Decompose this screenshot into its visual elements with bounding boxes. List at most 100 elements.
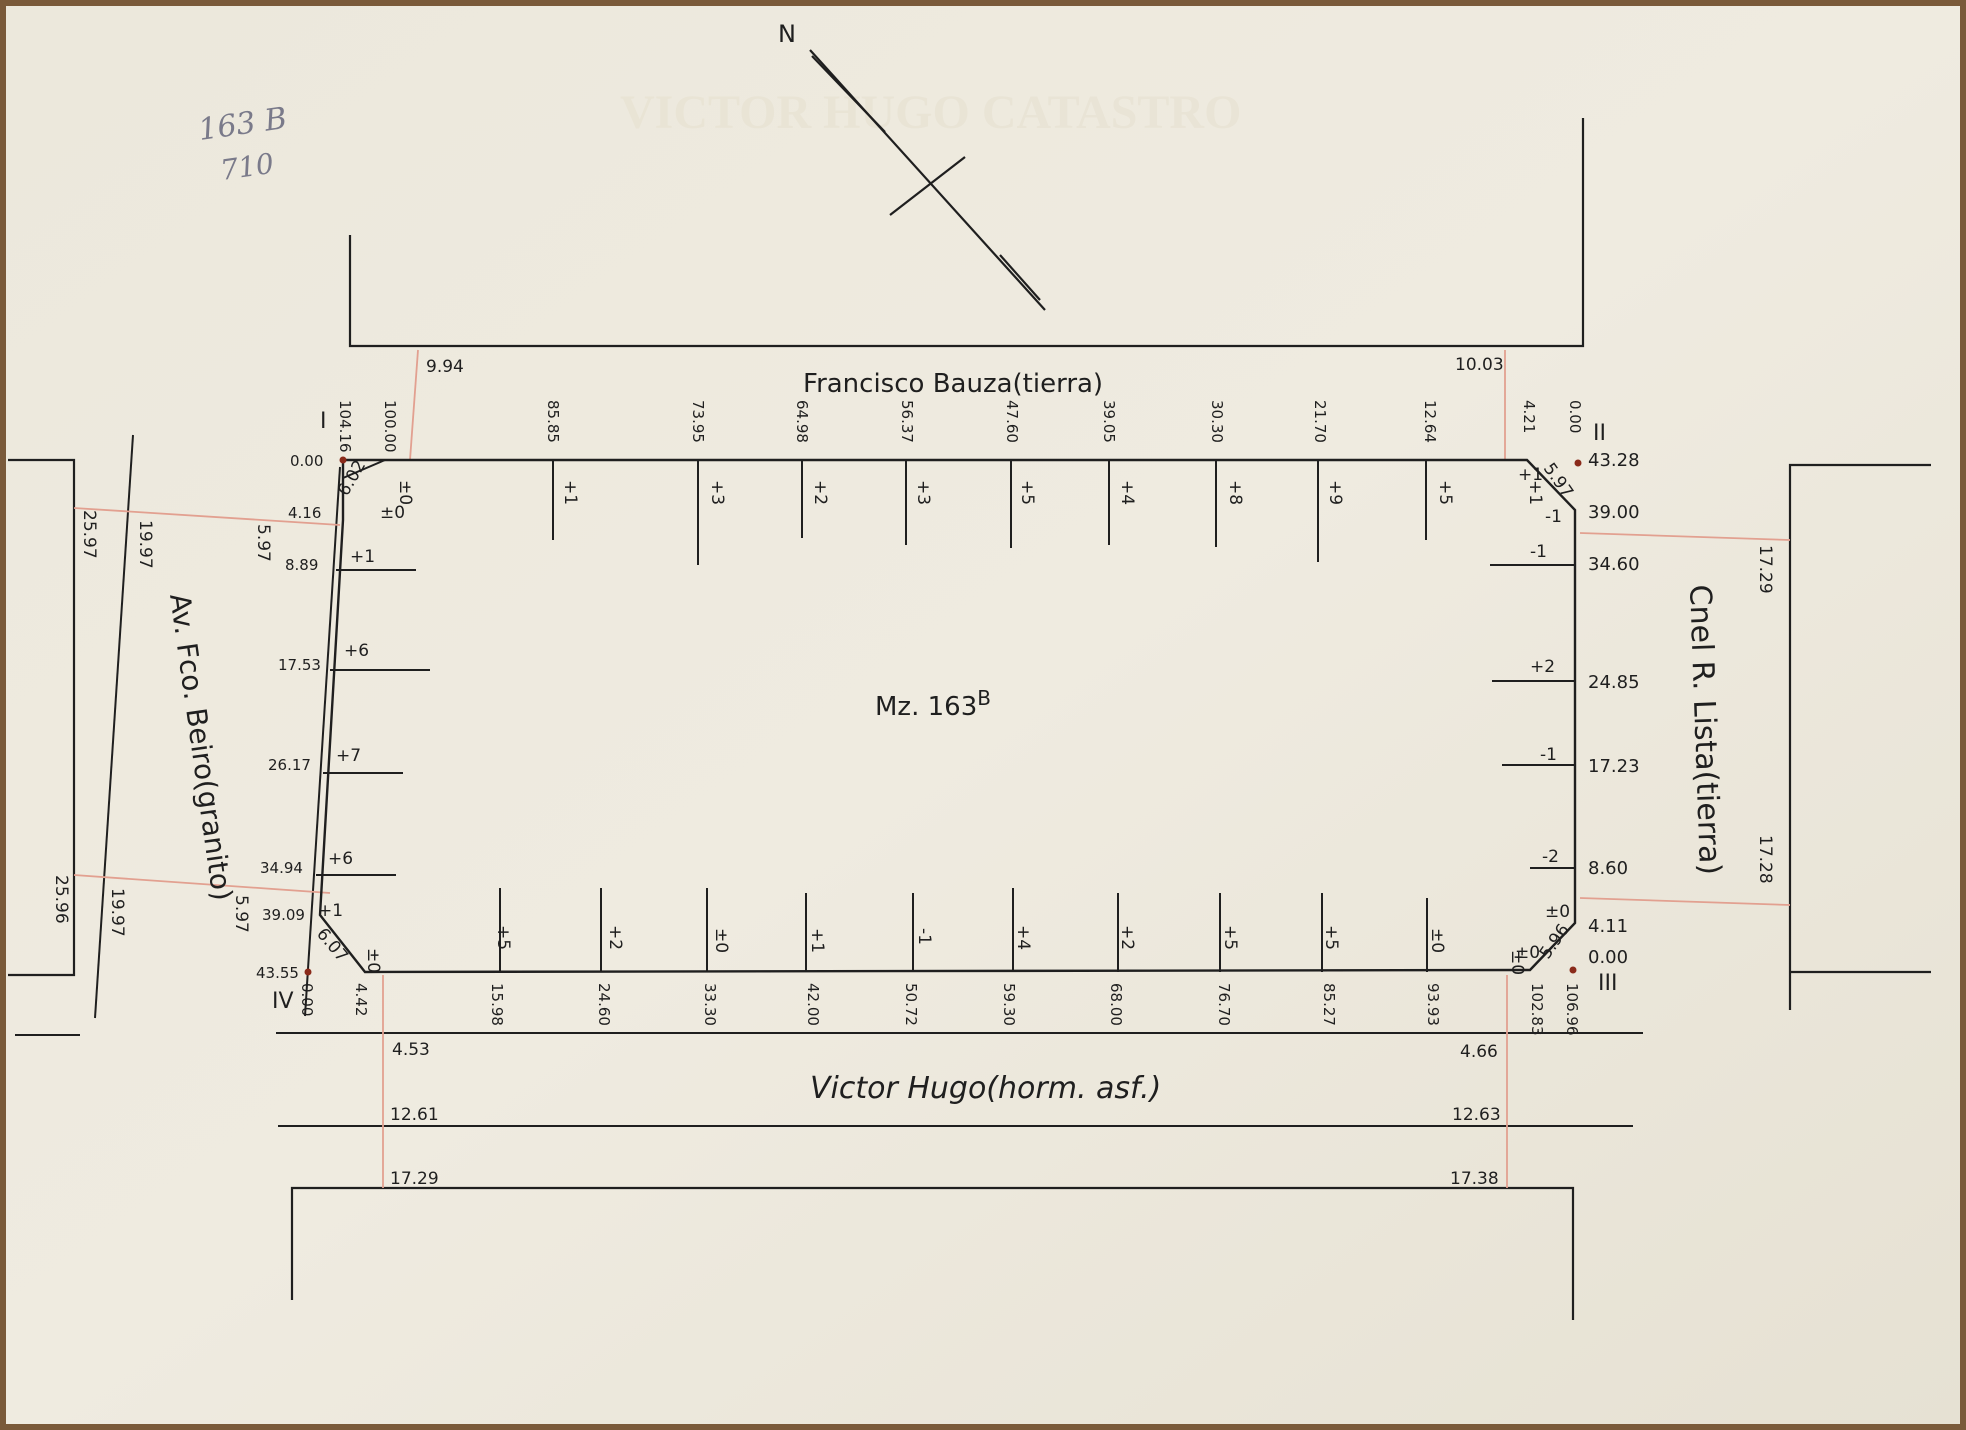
right-level: -2 bbox=[1542, 847, 1559, 867]
top-station: 12.64 bbox=[1421, 400, 1439, 443]
bottom-width-left: 4.53 bbox=[392, 1040, 430, 1060]
left-level: +6 bbox=[344, 641, 369, 661]
left-level: +1 bbox=[350, 547, 375, 567]
left-station: 39.09 bbox=[262, 906, 305, 924]
north-label: N bbox=[778, 20, 796, 48]
north-arrow bbox=[809, 49, 1046, 311]
left-level: ±0 bbox=[380, 503, 405, 523]
top-station: 64.98 bbox=[793, 400, 811, 443]
bottom-level: +5 bbox=[1321, 925, 1341, 950]
street-top: Francisco Bauza(tierra) bbox=[803, 369, 1103, 399]
left-station: 17.53 bbox=[278, 656, 321, 674]
left-width-bottom: 5.97 bbox=[231, 895, 251, 933]
top-width-left: 9.94 bbox=[426, 357, 464, 377]
faint-watermark: VICTOR HUGO CATASTRO bbox=[620, 86, 1241, 139]
right-station: 4.11 bbox=[1588, 916, 1628, 937]
top-level: +5 bbox=[1435, 480, 1455, 505]
top-station: 30.30 bbox=[1208, 400, 1226, 443]
top-station: 47.60 bbox=[1003, 400, 1021, 443]
top-level: +1 bbox=[560, 480, 580, 505]
bottom-station: 85.27 bbox=[1320, 983, 1338, 1026]
bottom-offset-right: 12.63 bbox=[1452, 1105, 1501, 1125]
left-station: 26.17 bbox=[268, 756, 311, 774]
right-opposite-bottom: 17.28 bbox=[1755, 835, 1775, 884]
block-label: Mz. 163B bbox=[875, 686, 991, 722]
bottom-station: 33.30 bbox=[701, 983, 719, 1026]
top-level: +8 bbox=[1225, 480, 1245, 505]
lot-divider-ticks bbox=[316, 460, 1575, 972]
left-opposite-top: 25.97 bbox=[79, 510, 99, 559]
left-station: 43.55 bbox=[256, 964, 299, 982]
red-offset-lines bbox=[73, 349, 1791, 1188]
corner-markers bbox=[304, 456, 1582, 976]
left-width-top: 5.97 bbox=[253, 524, 273, 562]
bottom-station: 76.70 bbox=[1215, 983, 1233, 1026]
bottom-station: 102.83 bbox=[1528, 983, 1546, 1036]
bottom-level: ±0 bbox=[1427, 928, 1447, 953]
corner-I: I bbox=[320, 409, 327, 434]
bottom-width-right: 4.66 bbox=[1460, 1042, 1498, 1062]
top-width-right: 10.03 bbox=[1455, 355, 1504, 375]
corner-III: III bbox=[1598, 971, 1617, 996]
bottom-station: 106.96 bbox=[1563, 983, 1581, 1036]
top-level: +5 bbox=[1017, 480, 1037, 505]
top-station: 56.37 bbox=[898, 400, 916, 443]
block-outline bbox=[318, 458, 1577, 974]
top-level: ±0 bbox=[395, 480, 415, 505]
left-opposite-bottom: 25.96 bbox=[51, 875, 71, 924]
bottom-level: ±0 bbox=[1507, 950, 1527, 975]
bottom-station: 68.00 bbox=[1107, 983, 1125, 1026]
bottom-level: ±0 bbox=[711, 928, 731, 953]
bottom-offset-left: 12.61 bbox=[390, 1105, 439, 1125]
top-level: +4 bbox=[1117, 480, 1137, 505]
street-bottom: Victor Hugo(horm. asf.) bbox=[810, 1071, 1161, 1106]
bottom-station: 59.30 bbox=[1000, 983, 1018, 1026]
bottom-opposite-left: 17.29 bbox=[390, 1169, 439, 1189]
right-level: -1 bbox=[1540, 745, 1557, 765]
bottom-opposite-right: 17.38 bbox=[1450, 1169, 1499, 1189]
bottom-station: 93.93 bbox=[1424, 983, 1442, 1026]
bottom-level: +2 bbox=[1117, 925, 1137, 950]
bottom-level: +1 bbox=[807, 928, 827, 953]
top-level: +2 bbox=[810, 480, 830, 505]
corner-IV: IV bbox=[272, 989, 294, 1014]
left-station: 0.00 bbox=[290, 452, 323, 470]
opposite-blocks bbox=[8, 118, 1931, 1320]
top-level: +9 bbox=[1325, 480, 1345, 505]
bottom-station: 0.00 bbox=[298, 983, 316, 1016]
right-station: 34.60 bbox=[1588, 554, 1640, 575]
left-station: 34.94 bbox=[260, 859, 303, 877]
right-station: 8.60 bbox=[1588, 858, 1628, 879]
left-level: +7 bbox=[336, 746, 361, 766]
corner-II: II bbox=[1593, 421, 1606, 446]
right-level: -1 bbox=[1530, 542, 1547, 562]
paper-background bbox=[6, 6, 1960, 1424]
pencil-note-number: 710 bbox=[218, 147, 276, 187]
bottom-level: +5 bbox=[1220, 925, 1240, 950]
bottom-station: 4.42 bbox=[352, 983, 370, 1016]
bottom-station: 42.00 bbox=[804, 983, 822, 1026]
bottom-level: +2 bbox=[605, 925, 625, 950]
bottom-station: 15.98 bbox=[488, 983, 506, 1026]
bottom-level: -1 bbox=[914, 928, 934, 945]
top-station: 104.16 bbox=[336, 400, 354, 453]
left-station: 4.16 bbox=[288, 504, 321, 522]
right-level: ±0 bbox=[1515, 943, 1540, 963]
right-level: ±0 bbox=[1545, 902, 1570, 922]
top-station: 73.95 bbox=[689, 400, 707, 443]
right-station: 17.23 bbox=[1588, 756, 1640, 777]
top-level: +3 bbox=[707, 480, 727, 505]
bottom-level: +5 bbox=[493, 925, 513, 950]
block-chamfer-top-left bbox=[342, 459, 386, 520]
street-dimensions: 9.94 10.03 4.53 4.66 12.61 12.63 17.29 1… bbox=[51, 355, 1775, 1189]
bottom-station: 50.72 bbox=[902, 983, 920, 1026]
bottom-station: 24.60 bbox=[595, 983, 613, 1026]
right-level: -1 bbox=[1545, 507, 1562, 527]
top-station: 21.70 bbox=[1311, 400, 1329, 443]
block-number: Mz. 163 bbox=[875, 692, 977, 722]
right-station: 0.00 bbox=[1588, 947, 1628, 968]
right-station: 24.85 bbox=[1588, 672, 1640, 693]
top-station: 85.85 bbox=[544, 400, 562, 443]
